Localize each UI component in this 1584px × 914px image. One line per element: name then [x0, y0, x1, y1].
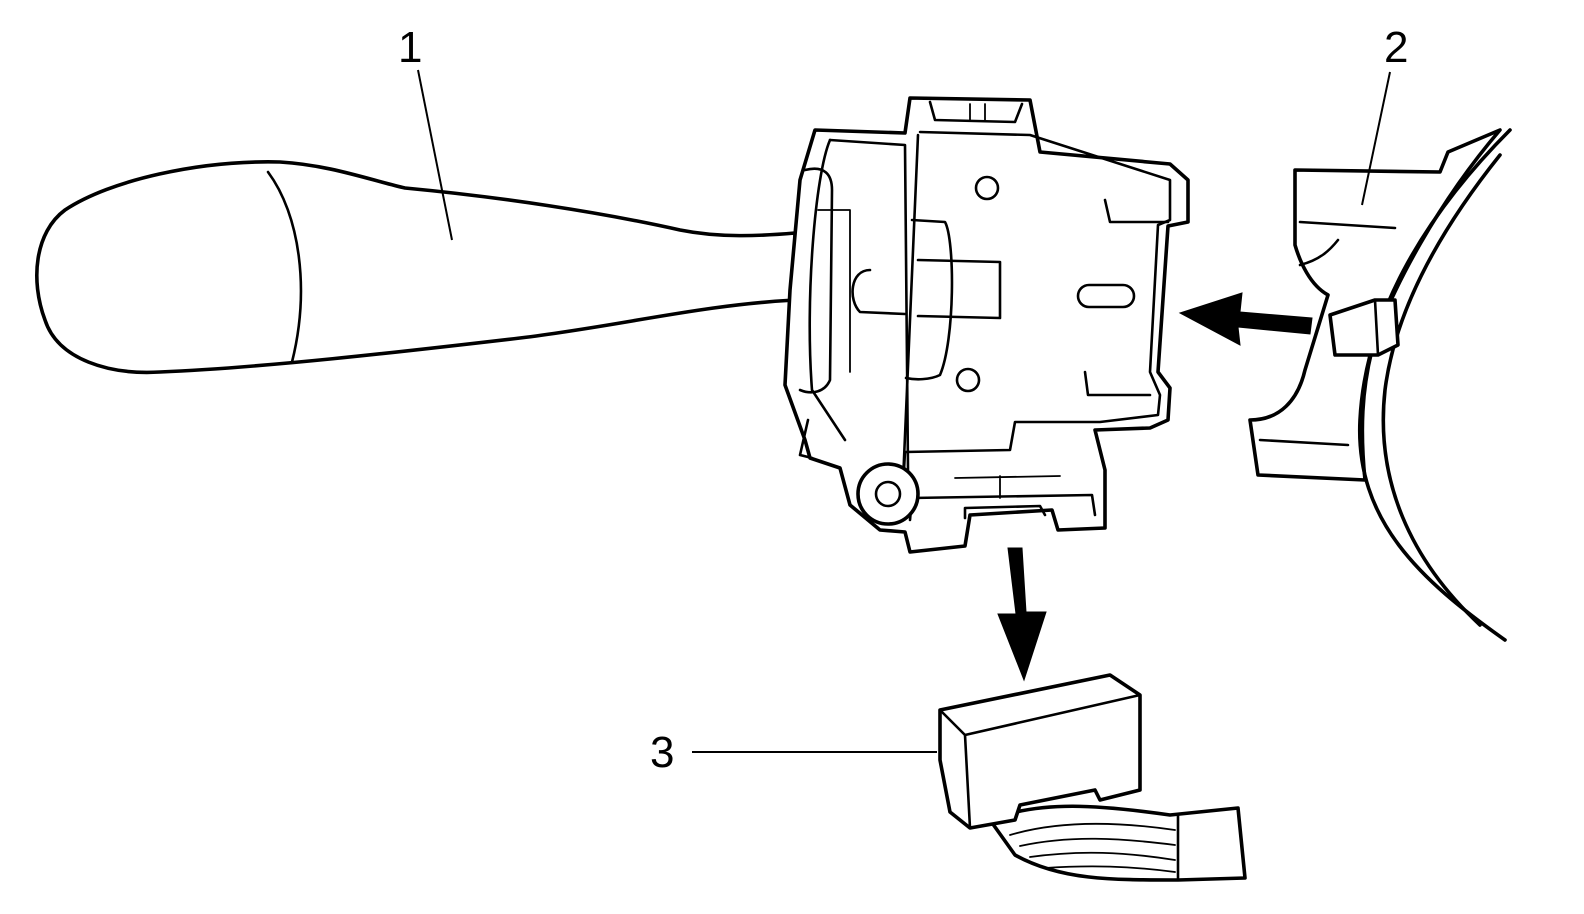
callout-3-label: 3	[650, 728, 674, 777]
callout-1-leader	[417, 69, 453, 241]
wiper-switch-lever-icon	[35, 96, 1190, 554]
callout-2-label: 2	[1384, 23, 1408, 72]
callout-2-leader	[1361, 71, 1391, 206]
callout-1-label: 1	[398, 23, 422, 72]
removal-direction-arrow-icon	[997, 292, 1313, 682]
steering-column-shroud-icon	[1248, 128, 1512, 642]
electrical-connector-icon	[938, 673, 1247, 882]
